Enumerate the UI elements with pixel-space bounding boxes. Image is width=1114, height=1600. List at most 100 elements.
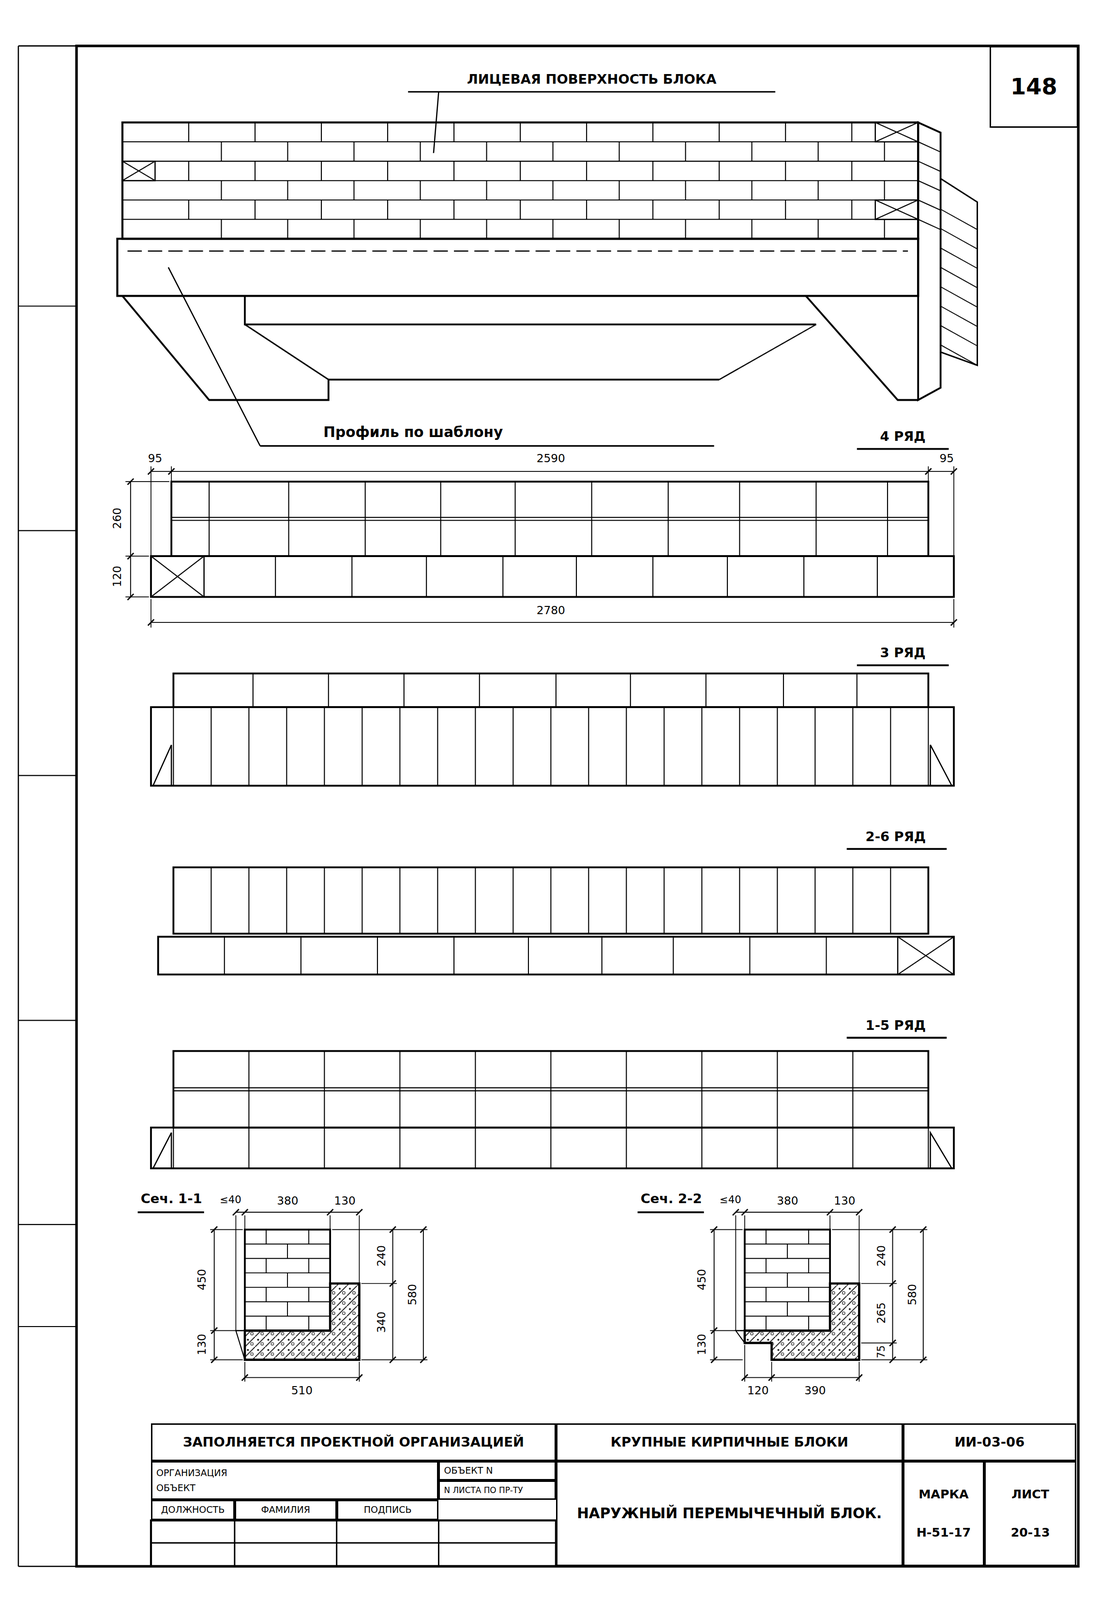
cell-text: ПОДПИСЬ	[363, 1504, 412, 1515]
title-cell: МАРКАН-51-17	[903, 1460, 985, 1566]
cross-brick	[122, 161, 155, 181]
brick-joint	[254, 122, 256, 142]
extension-line	[150, 599, 152, 628]
extension-line	[858, 1361, 860, 1382]
leader-line	[168, 267, 261, 446]
extension-line	[210, 1229, 243, 1231]
brick-joint	[851, 122, 853, 142]
brick-joint	[210, 867, 212, 934]
extension-line	[709, 1330, 743, 1332]
extension-line	[361, 1282, 397, 1284]
brick-joint	[786, 1301, 788, 1317]
extension-line	[329, 1215, 331, 1230]
brick-joint	[220, 141, 222, 162]
dimension: 260	[111, 507, 123, 529]
stamp-strip	[18, 45, 77, 47]
brick-joint	[419, 141, 421, 162]
brick-joint	[210, 707, 212, 786]
brick-section	[744, 1229, 830, 1331]
brick-joint	[353, 180, 355, 200]
line	[171, 519, 929, 521]
dimension-tick	[356, 1208, 363, 1216]
brick-joint	[738, 707, 740, 786]
brick-joint	[808, 1258, 810, 1273]
brick-joint	[248, 707, 250, 786]
extension-line	[244, 1215, 246, 1230]
brick-joint	[587, 707, 589, 786]
lintel-face	[117, 238, 919, 296]
underline	[846, 847, 948, 850]
brick-joint	[765, 1258, 767, 1273]
brick-joint	[512, 867, 514, 934]
dimension: 380	[776, 1195, 798, 1207]
extension-line	[210, 1330, 243, 1332]
dimension: 450	[696, 1268, 708, 1290]
title-cell: ОБЪЕКТ N	[438, 1460, 556, 1481]
brick-joint	[701, 707, 703, 786]
brick-joint	[587, 867, 589, 934]
brick-joint	[387, 122, 389, 142]
brick-joint	[618, 219, 620, 239]
extension-line	[359, 1361, 361, 1382]
brick-joint	[286, 1301, 288, 1317]
brick-joint	[817, 219, 819, 239]
cell-text: ДОЛЖНОСТЬ	[161, 1504, 226, 1515]
dimension: 380	[276, 1195, 299, 1207]
brick-joint	[453, 122, 455, 142]
brick-joint	[817, 141, 819, 162]
concrete-section	[744, 1283, 860, 1360]
concrete-section	[244, 1283, 360, 1360]
row-label: 2-6 РЯД	[865, 829, 927, 844]
dimension-tick	[232, 1208, 240, 1216]
sheet-number-box: 148	[989, 45, 1079, 128]
brick-joint	[376, 936, 378, 975]
brick-joint	[485, 180, 487, 200]
brick-joint	[286, 180, 288, 200]
brick-joint	[808, 1287, 810, 1302]
brick-joint	[550, 867, 552, 934]
brick-joint	[453, 199, 455, 220]
brick-joint	[436, 707, 438, 786]
stamp-strip	[18, 1325, 77, 1327]
brick-joint	[749, 936, 751, 975]
brick-joint	[876, 556, 878, 597]
brick-joint	[776, 1051, 778, 1169]
brick-joint	[652, 199, 654, 220]
extension-line	[771, 1361, 773, 1382]
underline	[857, 664, 949, 667]
cross-brick	[122, 161, 155, 181]
extension-line	[170, 466, 172, 482]
brick-joint	[122, 180, 919, 181]
brick-joint	[419, 180, 421, 200]
brick-joint	[323, 1051, 325, 1169]
stamp-strip	[18, 774, 77, 776]
brick-joint	[308, 1287, 310, 1302]
brick-joint	[918, 161, 941, 172]
brick-joint	[224, 936, 226, 975]
dimension: 580	[906, 1283, 918, 1306]
dimension: 2780	[536, 604, 566, 616]
brick-joint	[940, 345, 978, 366]
brick-joint	[751, 219, 753, 239]
brick-row	[173, 867, 929, 934]
brick-joint	[555, 673, 557, 708]
extension-line	[331, 1229, 428, 1231]
title-block-grid	[150, 1541, 557, 1544]
dimension: ≤40	[219, 1194, 241, 1205]
lintel-profile	[805, 295, 919, 400]
brick-joint	[286, 219, 288, 239]
brick-joint	[940, 325, 978, 347]
dimension: 130	[196, 1333, 208, 1355]
brick-joint	[586, 199, 588, 220]
brick-joint	[399, 1051, 401, 1169]
brick-joint	[940, 306, 978, 327]
brick-joint	[784, 199, 786, 220]
brick-joint	[776, 867, 778, 934]
dimension: 120	[111, 565, 123, 588]
brick-joint	[575, 556, 577, 597]
line	[172, 1127, 174, 1169]
brick-joint	[425, 556, 427, 597]
brick-joint	[387, 161, 389, 181]
brick-joint	[918, 141, 941, 152]
brick-joint	[814, 867, 816, 934]
